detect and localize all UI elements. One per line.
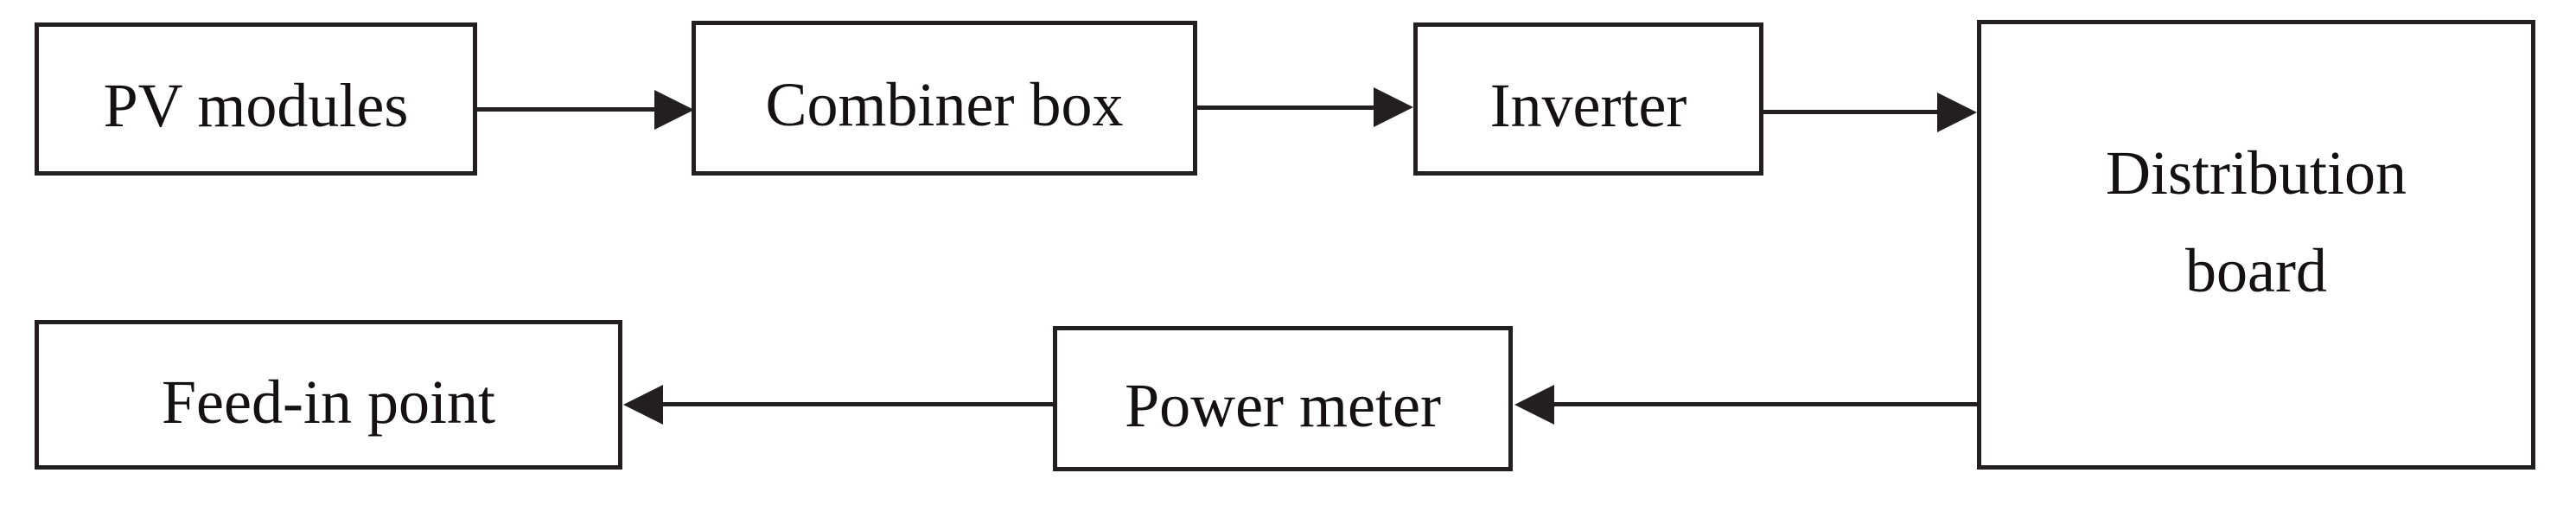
node-feed-in-point: Feed-in point [35,320,622,470]
node-combiner-box-label: Combiner box [765,69,1124,139]
node-distribution-board: Distribution board [1977,20,2535,470]
node-power-meter-label: Power meter [1125,371,1441,440]
node-distribution-board-label-line1: Distribution [2105,137,2407,208]
arrow-line [1553,402,1979,406]
node-inverter: Inverter [1413,22,1763,176]
node-power-meter: Power meter [1053,326,1513,471]
arrowhead-left-icon [623,385,663,425]
arrowhead-left-icon [1514,385,1554,425]
node-inverter-label: Inverter [1489,70,1687,140]
arrowhead-right-icon [654,90,694,130]
arrowhead-right-icon [1374,87,1413,127]
node-pv-modules-label: PV modules [103,70,409,140]
node-combiner-box: Combiner box [692,21,1197,176]
arrow-line [661,402,1055,406]
arrow-line [1762,110,1942,114]
arrowhead-right-icon [1937,93,1977,132]
node-pv-modules: PV modules [35,22,477,176]
arrow-line [475,107,659,112]
node-feed-in-point-label: Feed-in point [162,367,495,437]
node-distribution-board-label-line2: board [2185,235,2327,305]
arrow-line [1196,105,1377,110]
